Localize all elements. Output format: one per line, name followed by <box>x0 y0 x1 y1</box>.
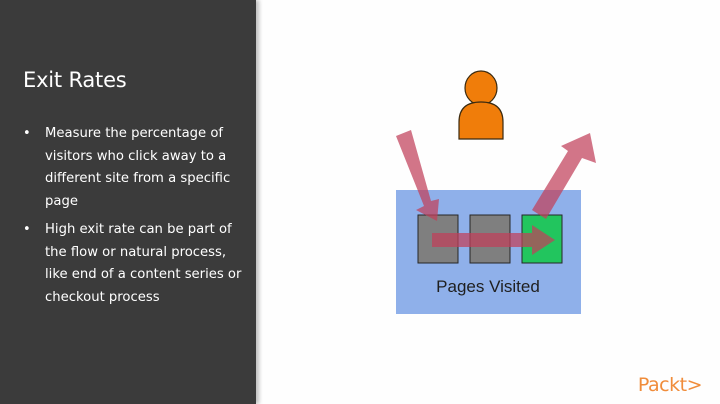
content-panel: Exit Rates • Measure the percentage of v… <box>0 0 256 404</box>
entry-arrow-icon <box>396 130 439 221</box>
person-head-icon <box>464 70 498 106</box>
bullet-marker: • <box>23 126 31 141</box>
bullet-item: • High exit rate can be part of the flow… <box>22 219 244 309</box>
person-body-icon <box>458 101 504 140</box>
bullet-marker: • <box>23 222 31 237</box>
bullet-list: • Measure the percentage of visitors who… <box>22 123 244 315</box>
page-flow-arrow-icon <box>432 225 555 255</box>
packt-logo: Packt> <box>637 374 703 396</box>
bullet-text: High exit rate can be part of the flow o… <box>45 222 242 305</box>
exit-arrow-icon <box>532 133 596 219</box>
bullet-text: Measure the percentage of visitors who c… <box>45 126 231 209</box>
pages-visited-label: Pages Visited <box>436 277 540 296</box>
bullet-item: • Measure the percentage of visitors who… <box>22 123 244 213</box>
slide-title: Exit Rates <box>23 68 127 92</box>
